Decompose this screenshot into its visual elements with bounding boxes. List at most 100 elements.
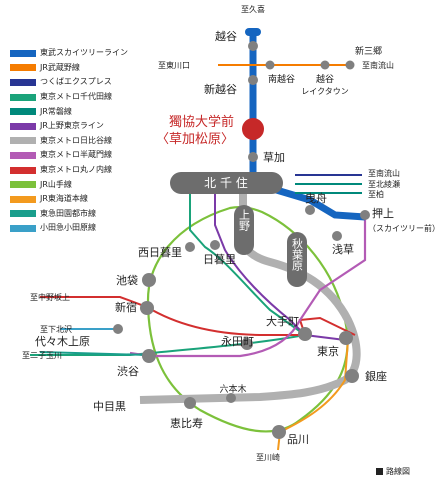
label-nishinippori: 西日暮里	[138, 245, 182, 259]
legend-label: JR山手線	[40, 179, 72, 189]
label-shinmisato: 新三郷	[355, 45, 382, 57]
label-nakameguro: 中目黒	[93, 400, 126, 413]
label-shinkoshigaya: 新越谷	[204, 82, 237, 96]
legend-swatch	[10, 137, 36, 145]
legend-item: JR東海道本線	[10, 192, 150, 207]
station-koshigaya	[248, 41, 258, 51]
note-square-icon	[376, 468, 383, 475]
legend-label: JR武蔵野線	[40, 62, 80, 72]
legend-label: JR東海道本線	[40, 194, 88, 204]
legend-label: 東急田園都市線	[40, 208, 96, 218]
legend-item: 東武スカイツリーライン	[10, 46, 150, 61]
label-kitaayase: 至北綾瀬	[368, 179, 400, 189]
label-tokyo: 東京	[317, 344, 339, 358]
legend-swatch	[10, 49, 36, 57]
label-koshigaya: 越谷	[215, 29, 237, 43]
legend-item: 東京メトロ千代田線	[10, 90, 150, 105]
label-oshiage-1: 押上	[372, 206, 394, 220]
label-futakotamagawa: 至二子玉川	[22, 351, 62, 360]
legend-item: JR武蔵野線	[10, 61, 150, 76]
label-shibuya: 渋谷	[117, 365, 139, 378]
label-kawasaki: 至川崎	[256, 452, 280, 462]
legend-label: 東京メトロ日比谷線	[40, 135, 112, 145]
station-ikebukuro	[142, 273, 156, 287]
legend-swatch	[10, 122, 36, 130]
legend-swatch	[10, 181, 36, 189]
station-roppongi	[226, 393, 236, 403]
label-kashiwa: 至柏	[368, 189, 384, 199]
legend-item: 東京メトロ日比谷線	[10, 134, 150, 149]
label-asakusa: 浅草	[332, 243, 354, 256]
label-featured-1: 獨協大学前	[169, 114, 234, 130]
legend-item: JR常磐線	[10, 104, 150, 119]
line-utl	[214, 190, 346, 341]
legend-item: JR上野東京ライン	[10, 119, 150, 134]
station-yoyogiuehara	[113, 324, 123, 334]
station-asakusa	[332, 231, 342, 241]
station-minamikoshigaya	[265, 60, 275, 70]
legend-label: 東武スカイツリーライン	[40, 48, 128, 58]
line-hibiya	[139, 190, 361, 404]
station-akihabara-hub	[287, 232, 307, 287]
legend-label: JR上野東京ライン	[40, 121, 104, 131]
station-oshiage	[360, 210, 370, 220]
station-nagatacho	[241, 338, 253, 350]
label-nippori: 日暮里	[203, 252, 236, 266]
label-ginza: 銀座	[365, 369, 387, 383]
label-kitasenju: 北 千 住	[204, 176, 248, 190]
legend-item: 東京メトロ丸ノ内線	[10, 163, 150, 178]
legend-label: つくばエクスプレス	[40, 77, 112, 87]
label-laketown-1: 越谷	[316, 73, 334, 85]
line-yamanote	[146, 205, 349, 433]
legend-item: 東急田園都市線	[10, 207, 150, 222]
label-shimokitazawa: 至下北沢	[40, 325, 72, 334]
station-koshigaya-laketown	[320, 60, 330, 70]
legend-label: 東京メトロ丸ノ内線	[40, 165, 112, 175]
legend-swatch	[10, 64, 36, 72]
legend-swatch	[10, 224, 36, 232]
legend-swatch	[10, 93, 36, 101]
label-minaminagareyama-1: 至南流山	[362, 60, 394, 70]
line-joban	[295, 183, 362, 194]
label-ikebukuro: 池袋	[116, 273, 138, 287]
station-ebisu	[184, 397, 196, 409]
station-tokyo	[339, 331, 353, 345]
station-kitasenju-hub	[170, 172, 283, 194]
legend-item: 小田急小田原線	[10, 221, 150, 236]
line-hanzomon	[129, 215, 367, 358]
legend-swatch	[10, 151, 36, 159]
line-denentoshi	[39, 351, 149, 356]
label-shinagawa: 品川	[287, 433, 309, 446]
legend-item: つくばエクスプレス	[10, 75, 150, 90]
station-otemachi	[298, 327, 312, 341]
station-soka	[248, 152, 258, 162]
label-nakanosakaue: 至中野坂上	[30, 292, 70, 302]
map-note: 路線図	[376, 466, 410, 477]
station-shinjuku	[140, 301, 154, 315]
label-kuki: 至久喜	[241, 4, 265, 14]
legend-item: 東京メトロ半蔵門線	[10, 148, 150, 163]
station-shibuya	[142, 349, 156, 363]
station-shinmisato	[345, 60, 355, 70]
label-ueno: 上野	[238, 209, 251, 231]
legend-swatch	[10, 108, 36, 116]
legend-swatch	[10, 210, 36, 218]
note-label: 路線図	[386, 467, 410, 476]
station-nishinippori	[185, 242, 195, 252]
label-otemachi: 大手町	[266, 314, 299, 328]
label-hikifune: 曳舟	[305, 191, 327, 205]
station-featured	[242, 118, 264, 140]
label-shinjuku: 新宿	[115, 300, 137, 314]
legend-swatch	[10, 78, 36, 86]
legend-swatch	[10, 195, 36, 203]
station-shinagawa	[272, 425, 286, 439]
label-ebisu: 恵比寿	[170, 416, 203, 430]
label-minaminagareyama-2: 至南流山	[368, 168, 400, 178]
label-oshiage-2: （スカイツリー前）	[368, 223, 440, 233]
label-akihabara: 秋葉原	[291, 237, 304, 271]
label-soka: 草加	[263, 151, 285, 164]
station-hikifune	[305, 205, 315, 215]
station-koshigaya-marker	[245, 28, 261, 36]
legend-label: 東京メトロ千代田線	[40, 92, 112, 102]
